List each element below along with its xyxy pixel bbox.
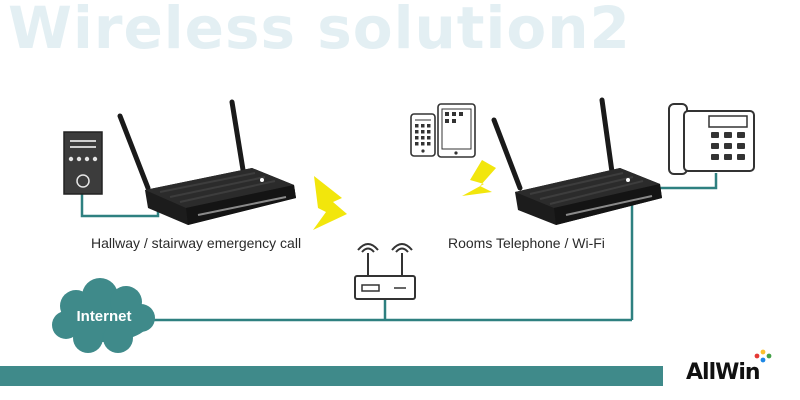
router-right-icon [491, 97, 662, 225]
left-router-label: Hallway / stairway emergency call [91, 235, 302, 251]
diagram-title: Wireless solution2 [8, 0, 631, 62]
intercom-panel-icon [63, 131, 103, 195]
lightning-left-icon [313, 176, 347, 230]
logo-dots [754, 349, 772, 363]
router-left-icon [117, 99, 296, 225]
internet-label: Internet [76, 308, 132, 325]
lightning-right-icon [462, 160, 496, 196]
smartphone-icon [410, 113, 436, 157]
desk-phone-icon [668, 103, 755, 175]
cloud-icon [52, 278, 155, 353]
phone-to-router-line [660, 173, 718, 190]
footer-bar [0, 366, 663, 386]
right-router-label: Rooms Telephone / Wi-Fi [448, 235, 605, 251]
brand-logo: AllWin [686, 360, 761, 385]
tablet-icon [437, 103, 476, 158]
wireless-access-point-icon [354, 243, 416, 300]
